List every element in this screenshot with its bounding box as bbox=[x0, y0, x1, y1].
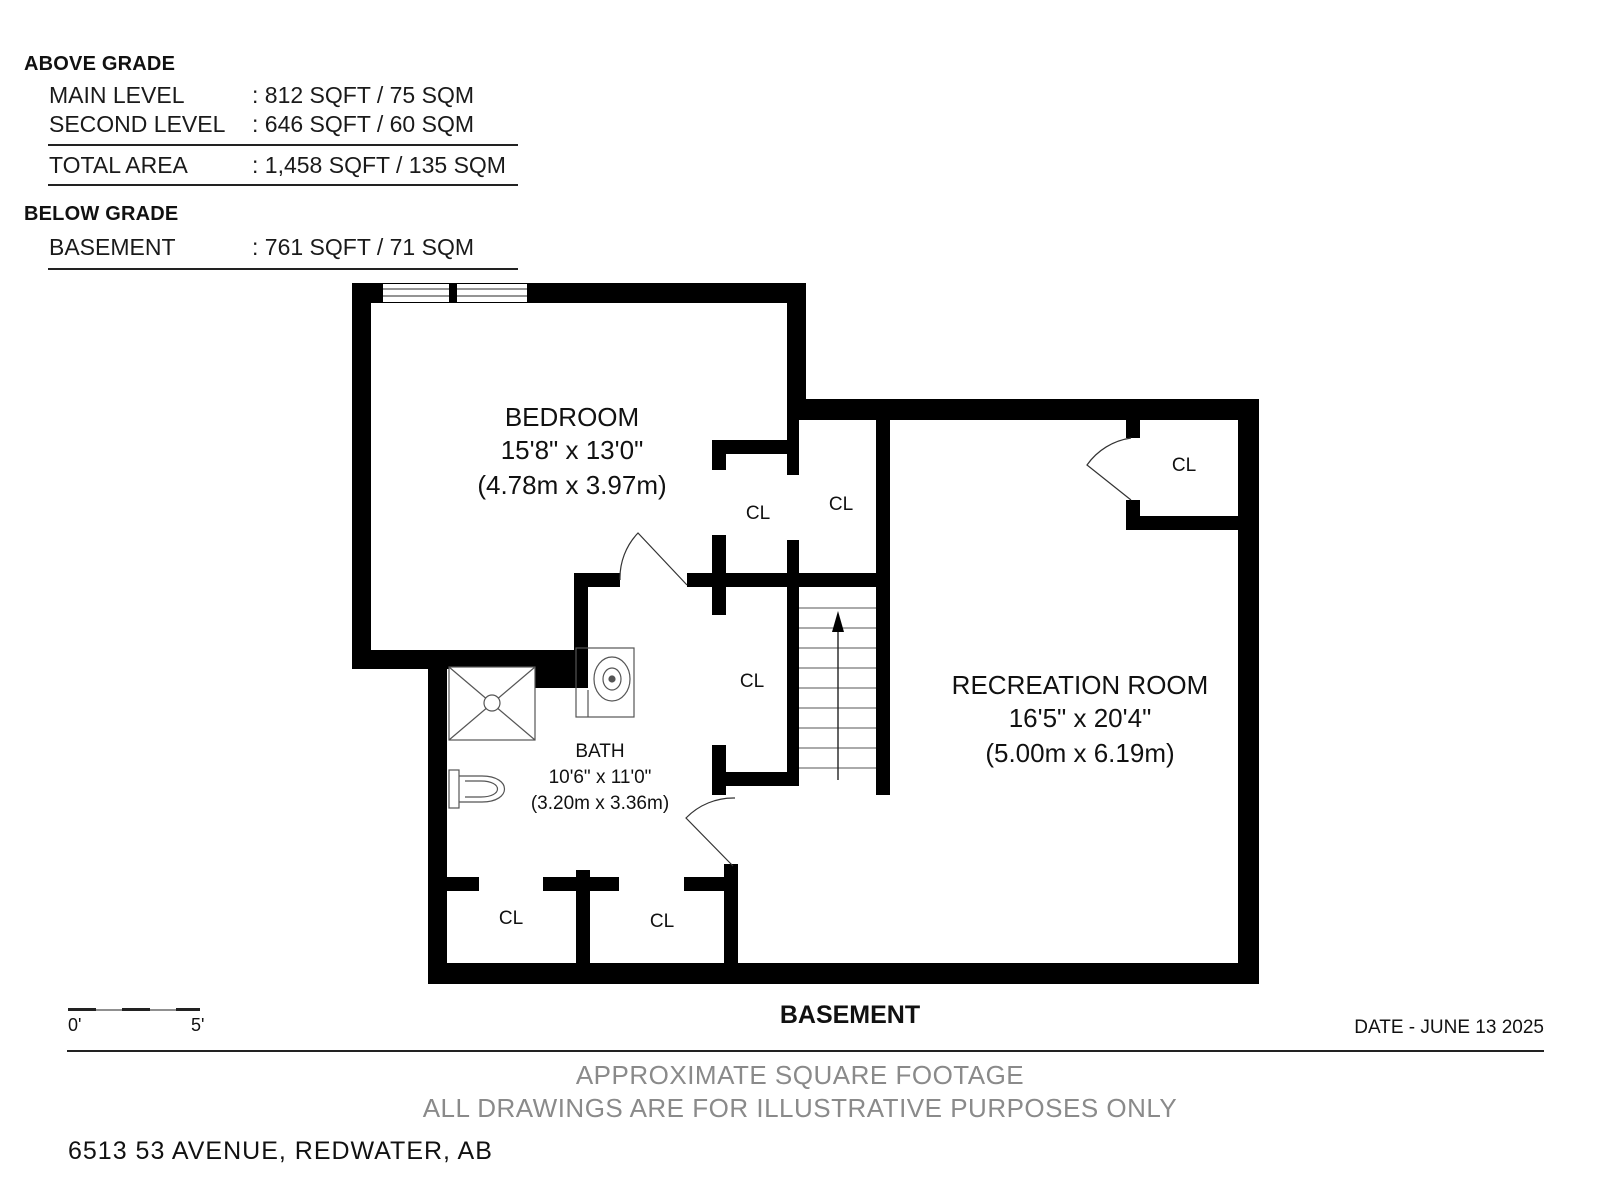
door-swing bbox=[1086, 437, 1132, 501]
wall bbox=[876, 420, 890, 795]
wall bbox=[1126, 420, 1140, 438]
wall bbox=[712, 745, 726, 795]
room-dimensions: 15'8" x 13'0" bbox=[501, 435, 644, 465]
basement-label: BASEMENT bbox=[49, 234, 176, 260]
wall bbox=[787, 399, 1259, 420]
room-dimensions-metric: (3.20m x 3.36m) bbox=[531, 793, 669, 814]
wall bbox=[352, 283, 371, 669]
below-grade-heading: BELOW GRADE bbox=[24, 203, 179, 225]
second-level-value: : 646 SQFT / 60 SQM bbox=[252, 111, 474, 137]
total-area-value: : 1,458 SQFT / 135 SQM bbox=[252, 152, 506, 178]
wall bbox=[684, 877, 732, 891]
door-swing bbox=[619, 532, 688, 586]
stair-arrow-icon bbox=[832, 611, 844, 632]
wall bbox=[428, 650, 447, 984]
closet-label: CL bbox=[650, 911, 674, 932]
wall bbox=[712, 440, 726, 470]
closet-label: CL bbox=[499, 908, 523, 929]
table-divider bbox=[48, 184, 518, 186]
room-labels: BEDROOM 15'8" x 13'0" (4.78m x 3.97m) RE… bbox=[477, 402, 1208, 932]
disclaimer-line-1: APPROXIMATE SQUARE FOOTAGE bbox=[575, 1060, 1025, 1090]
wall bbox=[712, 535, 726, 615]
basement-value: : 761 SQFT / 71 SQM bbox=[252, 234, 474, 260]
main-level-label: MAIN LEVEL bbox=[49, 82, 185, 108]
wall bbox=[576, 870, 590, 970]
above-grade-heading: ABOVE GRADE bbox=[24, 53, 176, 75]
room-dimensions: 16'5" x 20'4" bbox=[1009, 703, 1152, 733]
windows bbox=[383, 284, 527, 302]
wall bbox=[1238, 399, 1259, 984]
wall bbox=[712, 440, 795, 454]
total-area-label: TOTAL AREA bbox=[49, 152, 188, 178]
room-dimensions: 10'6" x 11'0" bbox=[549, 767, 652, 788]
closet-label: CL bbox=[746, 503, 770, 524]
table-divider bbox=[48, 144, 518, 146]
main-level-value: : 812 SQFT / 75 SQM bbox=[252, 82, 474, 108]
room-name: BEDROOM bbox=[505, 402, 639, 432]
floor-title: BASEMENT bbox=[780, 1001, 920, 1029]
closet-label: CL bbox=[1172, 455, 1196, 476]
wall bbox=[574, 573, 588, 683]
second-level-label: SECOND LEVEL bbox=[49, 111, 226, 137]
table-divider bbox=[48, 268, 518, 270]
scale-bar: 0' 5' bbox=[68, 1008, 204, 1035]
closet-label: CL bbox=[740, 671, 764, 692]
wall bbox=[712, 772, 799, 786]
wall bbox=[787, 420, 799, 475]
wall bbox=[574, 573, 620, 587]
wall bbox=[724, 864, 738, 970]
toilet-icon bbox=[448, 769, 506, 809]
room-name: RECREATION ROOM bbox=[952, 670, 1209, 700]
wall bbox=[787, 283, 806, 420]
wall bbox=[352, 650, 552, 669]
wall bbox=[428, 963, 1259, 984]
disclaimer-line-2: ALL DRAWINGS ARE FOR ILLUSTRATIVE PURPOS… bbox=[422, 1093, 1178, 1123]
walls bbox=[352, 283, 1259, 984]
shower-icon bbox=[448, 666, 536, 741]
door-swing bbox=[685, 797, 736, 867]
room-dimensions-metric: (4.78m x 3.97m) bbox=[477, 470, 666, 500]
wall bbox=[787, 540, 799, 785]
wall bbox=[1126, 516, 1246, 530]
drawing-date: DATE - JUNE 13 2025 bbox=[1354, 1017, 1544, 1038]
property-address: 6513 53 AVENUE, REDWATER, AB bbox=[68, 1137, 493, 1165]
stairs bbox=[799, 607, 876, 780]
door-swings bbox=[619, 437, 1132, 867]
scale-start: 0' bbox=[68, 1015, 81, 1035]
closet-label: CL bbox=[829, 494, 853, 515]
scale-end: 5' bbox=[191, 1015, 204, 1035]
room-dimensions-metric: (5.00m x 6.19m) bbox=[985, 738, 1174, 768]
sink-icon bbox=[575, 647, 635, 718]
room-name: BATH bbox=[575, 741, 624, 762]
wall bbox=[447, 877, 479, 891]
